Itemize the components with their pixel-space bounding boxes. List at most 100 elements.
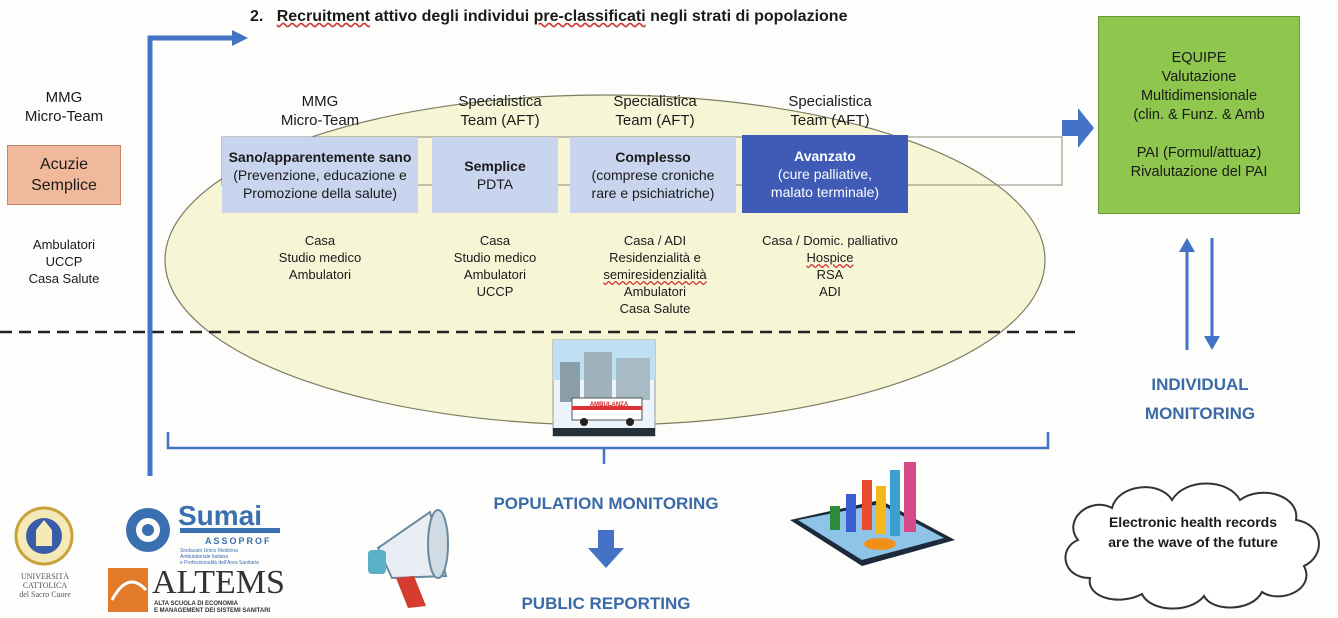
altems-logo-text: ALTEMS <box>152 564 285 601</box>
team-header-line-2: Team (AFT) <box>615 112 695 129</box>
reporting-down-arrow <box>588 530 624 568</box>
setting-item: Casa Salute <box>619 301 691 316</box>
setting-item: ADI <box>819 284 841 299</box>
setting-item: Casa <box>304 233 336 248</box>
hospital-ambulance-image <box>552 339 656 437</box>
setting-item: Studio medico <box>278 250 362 265</box>
stratum-sub-2: Promozione della salute) <box>242 185 398 201</box>
altems-desc-line: ALTA SCUOLA DI ECONOMIA <box>154 601 238 607</box>
equipe-line: PAI (Formul/attuaz) <box>1136 144 1262 161</box>
stratum-title: Complesso <box>615 149 691 165</box>
team-header-mmg: MMG Micro-Team <box>260 92 380 130</box>
left-mmg-label: MMG <box>45 89 83 106</box>
stratum-box-complesso: Complesso (comprese croniche rare e psic… <box>570 137 736 213</box>
individual-line-2: MONITORING <box>1144 404 1256 423</box>
team-header-line-1: Specialistica <box>788 93 872 110</box>
equipe-line: Valutazione <box>1161 68 1237 85</box>
setting-item: Studio medico <box>453 250 537 265</box>
title-word-recruitment: Recruitment <box>276 8 371 25</box>
setting-item: Casa <box>479 233 511 248</box>
individual-monitoring-label: INDIVIDUAL MONITORING <box>1120 370 1280 428</box>
up-arrow-head <box>1179 238 1195 252</box>
setting-item: Casa / ADI <box>623 233 687 248</box>
left-place-2: UCCP <box>45 254 83 269</box>
team-header-line-2: Micro-Team <box>280 112 360 129</box>
cloud-line-1: Electronic health records <box>1108 514 1278 530</box>
public-reporting-label: PUBLIC REPORTING <box>521 594 691 613</box>
stratum-title: Sano/apparentemente sano <box>228 149 412 165</box>
cloud-text: Electronic health records are the wave o… <box>1078 512 1308 552</box>
sumai-desc-line: e Professionalità dell'Area Sanitaria <box>180 560 259 566</box>
stratum-box-sano: Sano/apparentemente sano (Prevenzione, e… <box>222 137 418 213</box>
setting-item: Hospice <box>806 250 854 265</box>
left-microteam-label: Micro-Team <box>24 108 104 125</box>
team-header-specialistica-1: Specialistica Team (AFT) <box>440 92 560 130</box>
title-text-2: negli strati di popolazione <box>645 8 848 25</box>
to-equipe-arrow <box>1062 108 1094 148</box>
setting-item: Casa / Domic. palliativo <box>762 233 898 248</box>
team-header-line-2: Team (AFT) <box>460 112 540 129</box>
setting-item: Ambulatori <box>463 267 527 282</box>
section-title: 2. Recruitment attivo degli individui pr… <box>250 8 847 26</box>
team-header-specialistica-3: Specialistica Team (AFT) <box>770 92 890 130</box>
title-word-preclassificati: pre-classificati <box>533 8 646 25</box>
setting-item: Ambulatori <box>288 267 352 282</box>
setting-item: Residenzialità e <box>609 250 701 265</box>
left-place-1: Ambulatori <box>32 237 96 252</box>
sumai-sub-text: ASSOPROF <box>205 536 272 546</box>
unicatt-line: UNIVERSITÀ <box>21 572 69 581</box>
equipe-line: (clin. & Funz. & Amb <box>1133 106 1265 123</box>
team-header-line-2: Team (AFT) <box>790 112 870 129</box>
setting-item: semiresidenzialità <box>603 267 707 282</box>
setting-item: UCCP <box>476 284 514 299</box>
altems-desc-line: E MANAGEMENT DEI SISTEMI SANITARI <box>154 608 271 614</box>
title-number: 2. <box>250 8 264 25</box>
individual-line-1: INDIVIDUAL <box>1151 375 1249 394</box>
down-arrow-head <box>1204 336 1220 350</box>
setting-item: Ambulatori <box>623 284 687 299</box>
left-team-header: MMG Micro-Team <box>4 88 124 126</box>
stratum-title: Semplice <box>464 158 526 174</box>
stratum-sub-1: PDTA <box>476 176 514 192</box>
equipe-line: EQUIPE <box>1171 49 1227 66</box>
settings-avanzato: Casa / Domic. palliativo Hospice RSA ADI <box>745 232 915 300</box>
unicatt-logo-text: UNIVERSITÀ CATTOLICA del Sacro Cuore <box>8 572 82 599</box>
settings-complesso: Casa / ADI Residenzialità e semiresidenz… <box>585 232 725 317</box>
team-header-specialistica-2: Specialistica Team (AFT) <box>595 92 715 130</box>
equipe-box: EQUIPE Valutazione Multidimensionale (cl… <box>1098 16 1300 214</box>
team-header-line-1: MMG <box>301 93 339 110</box>
acuzie-semplice-box: Acuzie Semplice <box>7 145 121 205</box>
acuzie-line-2: Semplice <box>31 177 97 194</box>
megaphone-icon <box>368 509 449 608</box>
unicatt-line: del Sacro Cuore <box>19 590 71 599</box>
sumai-desc-line: Sindacato Unico Medicina <box>180 548 238 554</box>
cloud-shape <box>1064 482 1320 610</box>
altems-logo-mark <box>108 568 148 612</box>
stratum-box-avanzato: Avanzato (cure palliative, malato termin… <box>742 135 908 213</box>
equipe-line: Multidimensionale <box>1140 87 1258 104</box>
recruitment-arrow-line <box>147 35 232 476</box>
stratum-sub-1: (Prevenzione, educazione e <box>233 167 407 183</box>
settings-semplice: Casa Studio medico Ambulatori UCCP <box>435 232 555 300</box>
team-header-line-1: Specialistica <box>458 93 542 110</box>
stratum-title: Avanzato <box>794 148 856 164</box>
left-places: Ambulatori UCCP Casa Salute <box>4 236 124 287</box>
stratum-sub-1: (comprese croniche <box>591 167 715 183</box>
acuzie-line-1: Acuzie <box>39 156 89 173</box>
tablet-chart-icon <box>790 462 955 566</box>
unicatt-line: CATTOLICA <box>22 581 68 590</box>
population-bracket <box>166 432 1050 450</box>
setting-item: RSA <box>816 267 844 282</box>
unicatt-seal-logo <box>14 506 74 566</box>
stratum-sub-2: malato terminale) <box>770 184 880 200</box>
sumai-desc: Sindacato Unico Medicina Ambulatoriale I… <box>180 548 259 566</box>
cloud-line-2: are the wave of the future <box>1108 534 1278 550</box>
sumai-desc-line: Ambulatoriale Italiana <box>180 554 229 560</box>
stratum-sub-1: (cure palliative, <box>777 166 873 182</box>
equipe-line: Rivalutazione del PAI <box>1130 163 1268 180</box>
stratum-sub-2: rare e psichiatriche) <box>591 185 715 201</box>
recruitment-arrow-head <box>232 30 248 46</box>
population-monitoring-label: POPULATION MONITORING <box>493 494 719 513</box>
sumai-logo-text: Sumai <box>178 500 263 531</box>
title-text-1: attivo degli individui <box>370 8 534 25</box>
